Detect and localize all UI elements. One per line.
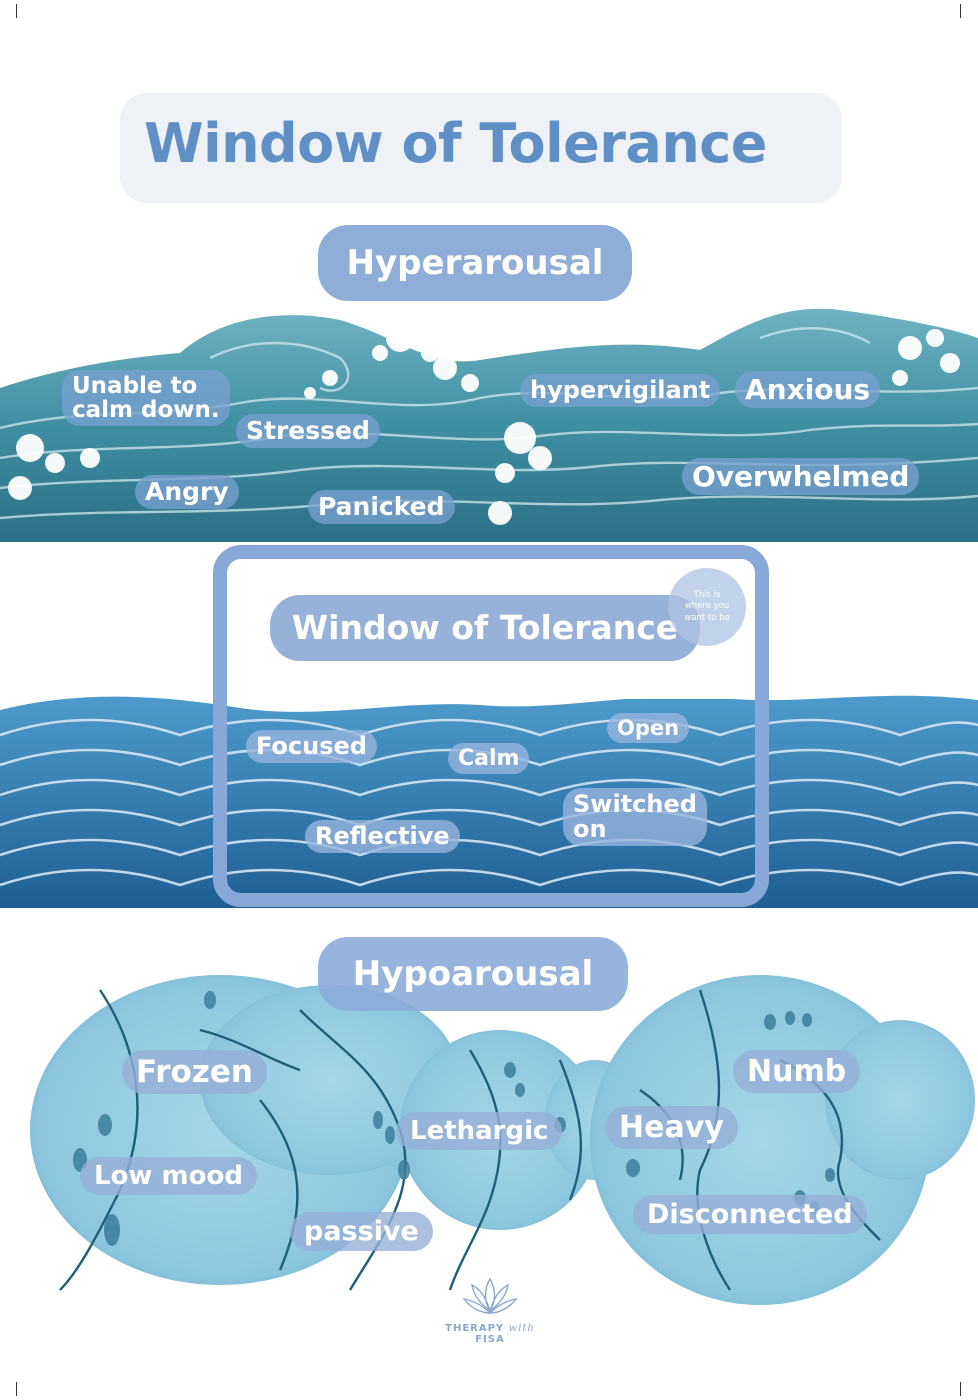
tag-lethargic: Lethargic xyxy=(396,1112,563,1150)
logo-text-left: THERAPY xyxy=(445,1323,505,1334)
tag-calm: Calm xyxy=(448,743,530,775)
tag-hypervigilant: hypervigilant xyxy=(520,374,721,408)
tag-focused: Focused xyxy=(246,730,377,764)
tag-low-mood: Low mood xyxy=(80,1157,257,1195)
tag-passive: passive xyxy=(290,1212,433,1251)
tag-frozen: Frozen xyxy=(122,1050,267,1094)
logo-text-right: FISA xyxy=(475,1334,505,1345)
tag-open: Open xyxy=(607,713,690,744)
hyperarousal-label: Hyperarousal xyxy=(318,225,632,301)
tag-angry: Angry xyxy=(135,475,239,510)
window-waves xyxy=(0,680,978,908)
title-box xyxy=(120,93,842,203)
tag-disconnected: Disconnected xyxy=(633,1195,867,1234)
tag-reflective: Reflective xyxy=(305,820,460,854)
window-frame xyxy=(213,545,769,907)
logo-text-mid: with xyxy=(508,1323,535,1334)
crop-mark xyxy=(960,1382,961,1396)
page-title: Window of Tolerance xyxy=(144,112,767,175)
crop-mark xyxy=(960,4,961,18)
tag-stressed: Stressed xyxy=(236,414,380,449)
hypoarousal-label: Hypoarousal xyxy=(318,937,628,1011)
tag-overwhelmed: Overwhelmed xyxy=(682,458,920,496)
tag-panicked: Panicked xyxy=(308,490,455,525)
lotus-icon xyxy=(462,1277,518,1314)
note-bubble: This is where you want to be xyxy=(668,568,746,646)
tag-numb: Numb xyxy=(733,1050,861,1093)
tag-anxious: Anxious xyxy=(735,371,881,409)
brand-logo: THERAPY with FISA xyxy=(440,1275,540,1345)
crop-mark xyxy=(16,4,17,18)
tag-switched-on: Switched on xyxy=(563,788,707,847)
window-label: Window of Tolerance xyxy=(270,595,700,661)
tag-heavy: Heavy xyxy=(605,1106,738,1149)
crop-mark xyxy=(16,1382,17,1396)
tag-unable-to-calm-down: Unable to calm down. xyxy=(62,370,230,427)
